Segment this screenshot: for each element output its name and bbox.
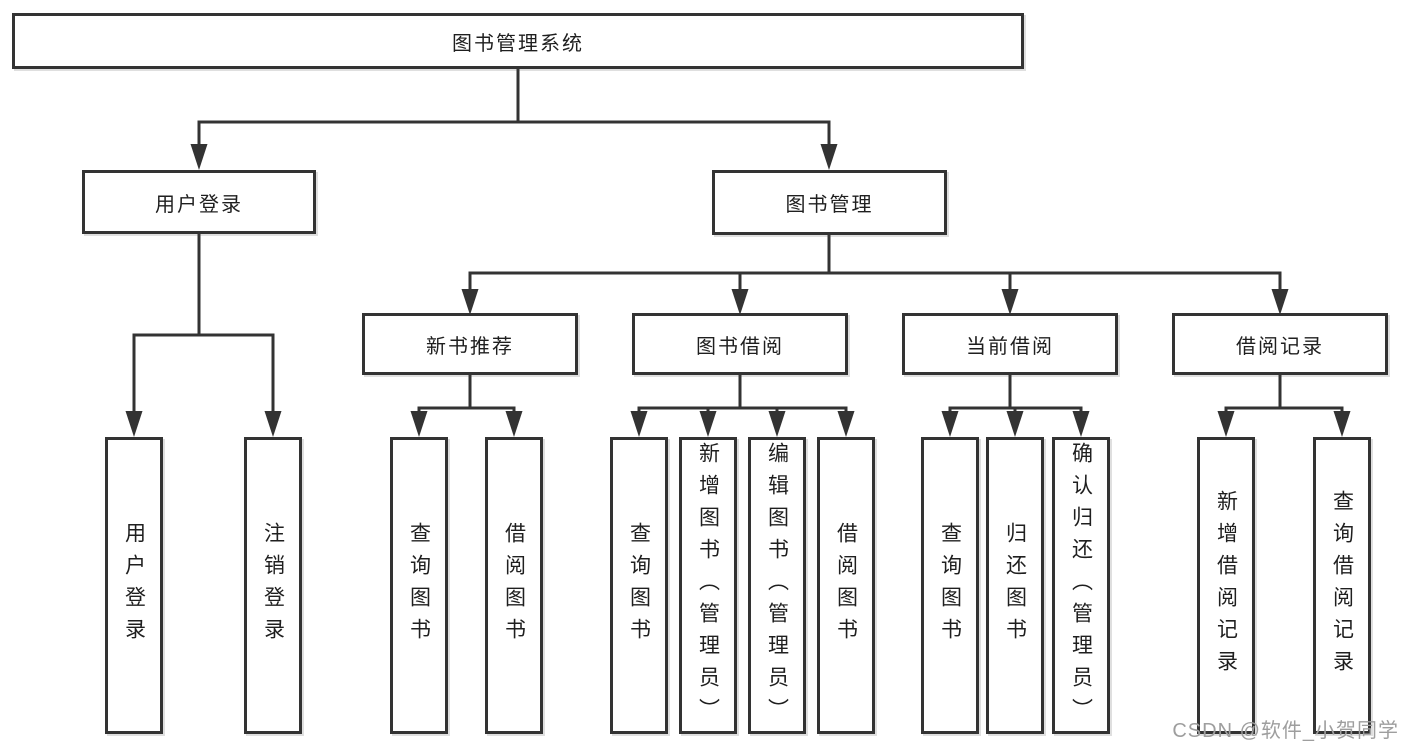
node-label: 图书管理系统 — [452, 32, 584, 55]
node-query-books-current: 查询图书 — [921, 437, 979, 734]
node-borrow-books-recommend: 借阅图书 — [485, 437, 543, 734]
node-label: 借阅图书 — [502, 521, 526, 650]
node-new-book-recommend: 新书推荐 — [362, 313, 578, 375]
node-label: 用户登录 — [155, 193, 243, 216]
node-user-login-action: 用户登录 — [105, 437, 163, 734]
node-edit-books-admin: 编辑图书（管理员） — [748, 437, 806, 734]
node-borrow-books-action: 借阅图书 — [817, 437, 875, 734]
node-label: 图书借阅 — [696, 335, 784, 358]
node-borrow-records: 借阅记录 — [1172, 313, 1388, 375]
node-return-books: 归还图书 — [986, 437, 1044, 734]
node-label: 新增借阅记录 — [1214, 489, 1238, 682]
arrowhead-icons — [125, 144, 1351, 437]
node-label: 查询图书 — [627, 521, 651, 650]
node-label: 图书管理 — [785, 194, 874, 216]
node-label: 查询图书 — [407, 521, 431, 650]
node-logout-action: 注销登录 — [244, 437, 302, 734]
node-current-borrow: 当前借阅 — [902, 313, 1118, 375]
node-label: 借阅图书 — [834, 521, 858, 650]
node-label: 当前借阅 — [966, 335, 1054, 358]
node-book-management: 图书管理 — [712, 170, 947, 235]
node-query-books-recommend: 查询图书 — [390, 437, 448, 734]
node-label: 查询图书 — [938, 521, 962, 650]
node-label: 用户登录 — [122, 521, 146, 650]
node-confirm-return-admin: 确认归还（管理员） — [1052, 437, 1110, 734]
node-label: 新书推荐 — [426, 335, 514, 358]
node-label: 确认归还（管理员） — [1069, 441, 1093, 730]
node-book-borrow: 图书借阅 — [632, 313, 848, 375]
node-root-library-system: 图书管理系统 — [12, 13, 1024, 69]
node-query-books-borrow: 查询图书 — [610, 437, 668, 734]
node-add-borrow-record: 新增借阅记录 — [1197, 437, 1255, 734]
node-user-login: 用户登录 — [82, 170, 316, 234]
node-label: 编辑图书（管理员） — [765, 441, 789, 730]
watermark: CSDN @软件_小贺同学 — [1172, 720, 1399, 742]
node-label: 注销登录 — [261, 521, 285, 650]
node-label: 归还图书 — [1003, 521, 1027, 650]
node-label: 新增图书（管理员） — [696, 441, 720, 730]
node-query-borrow-record: 查询借阅记录 — [1313, 437, 1371, 734]
node-label: 查询借阅记录 — [1330, 489, 1354, 682]
node-label: 借阅记录 — [1236, 335, 1324, 358]
node-add-books-admin: 新增图书（管理员） — [679, 437, 737, 734]
